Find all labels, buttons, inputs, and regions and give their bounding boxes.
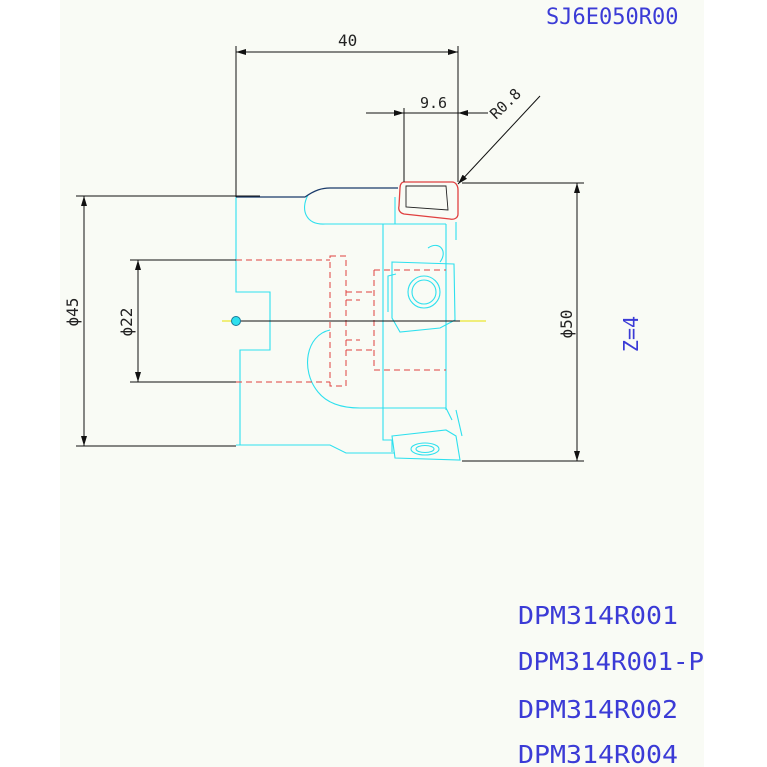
insert-code-4: DPM314R004 — [518, 740, 678, 767]
dim-body-diameter — [76, 195, 260, 447]
dim-corner-radius-label: R0.8 — [486, 85, 524, 123]
insert-code-list: DPM314R001 DPM314R001-P DPM314R002 DPM31… — [518, 601, 704, 767]
insert-code-1: DPM314R001 — [518, 601, 678, 630]
dim-insert-offset — [366, 108, 488, 182]
dim-bore-diameter — [130, 259, 236, 383]
dim-corner-radius — [457, 95, 541, 185]
dim-body-diameter-label: ϕ45 — [63, 298, 82, 327]
body-top-edge — [236, 187, 398, 198]
tool-body-outline — [235, 194, 463, 461]
part-number: SJ6E050R00 — [546, 5, 678, 30]
origin-marker — [231, 316, 241, 326]
drawing-sheet — [60, 0, 704, 767]
insert-code-3: DPM314R002 — [518, 695, 678, 724]
dim-insert-offset-label: 9.6 — [420, 94, 447, 112]
dim-cutting-diameter — [462, 182, 584, 462]
dim-cutting-diameter-label: ϕ50 — [557, 310, 576, 339]
dim-length-label: 40 — [338, 31, 357, 50]
teeth-count-label: Z=4 — [619, 316, 643, 352]
dim-bore-diameter-label: ϕ22 — [117, 308, 136, 337]
insert-code-2: DPM314R001-P — [518, 647, 704, 676]
top-insert — [398, 181, 459, 220]
dim-length — [235, 46, 459, 197]
hidden-lines — [236, 255, 446, 387]
